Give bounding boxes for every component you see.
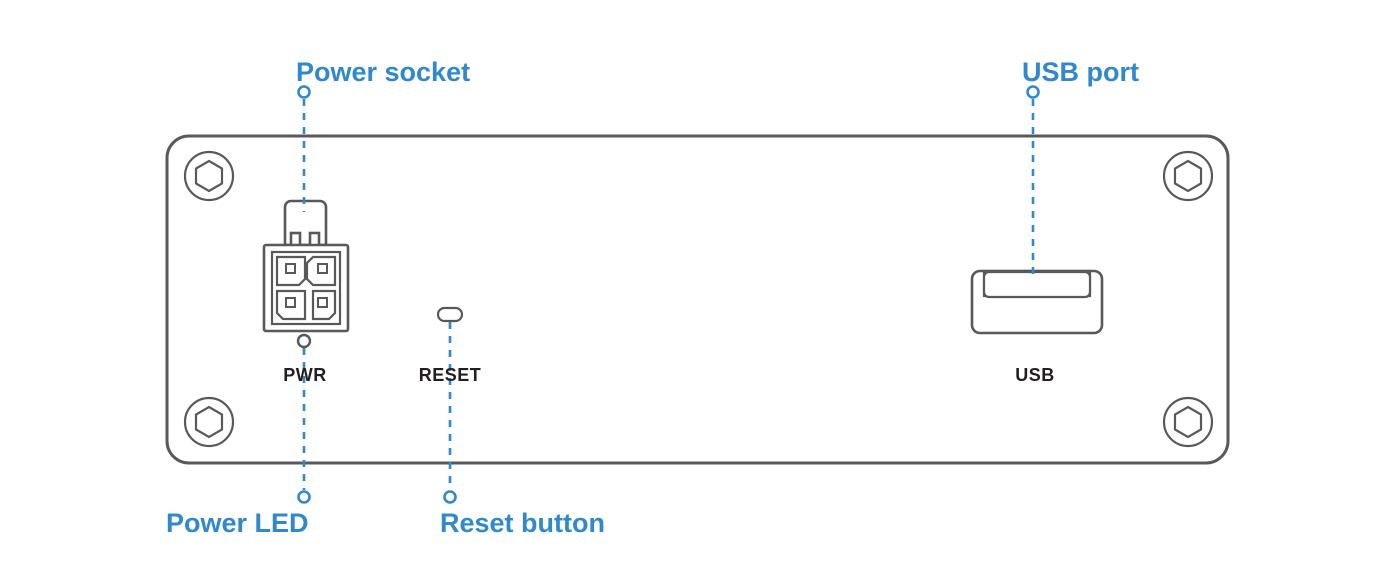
callout-label-usb-port: USB port: [1022, 57, 1139, 87]
callout-leader-power-socket: [297, 85, 311, 212]
silkscreen-label-usb: USB: [1015, 365, 1055, 385]
silkscreen-label-reset: RESET: [419, 365, 482, 385]
callout-label-power-socket: Power socket: [296, 57, 470, 87]
screw-bottom-left: [183, 396, 235, 448]
reset-button-pinhole[interactable]: [436, 306, 464, 328]
power-socket-connector[interactable]: [262, 199, 350, 333]
callout-label-reset-button: Reset button: [440, 508, 605, 538]
callout-leader-power-led: [297, 348, 311, 504]
callout-leader-reset-button: [443, 322, 457, 504]
screw-top-right: [1162, 150, 1214, 202]
usb-port-connector[interactable]: [970, 269, 1104, 335]
callout-leader-usb-port: [1026, 85, 1040, 276]
screw-bottom-right: [1162, 396, 1214, 448]
callout-label-power-led: Power LED: [166, 508, 309, 538]
silkscreen-label-pwr: PWR: [283, 365, 327, 385]
screw-top-left: [183, 150, 235, 202]
device-panel-outline: [165, 134, 1230, 465]
